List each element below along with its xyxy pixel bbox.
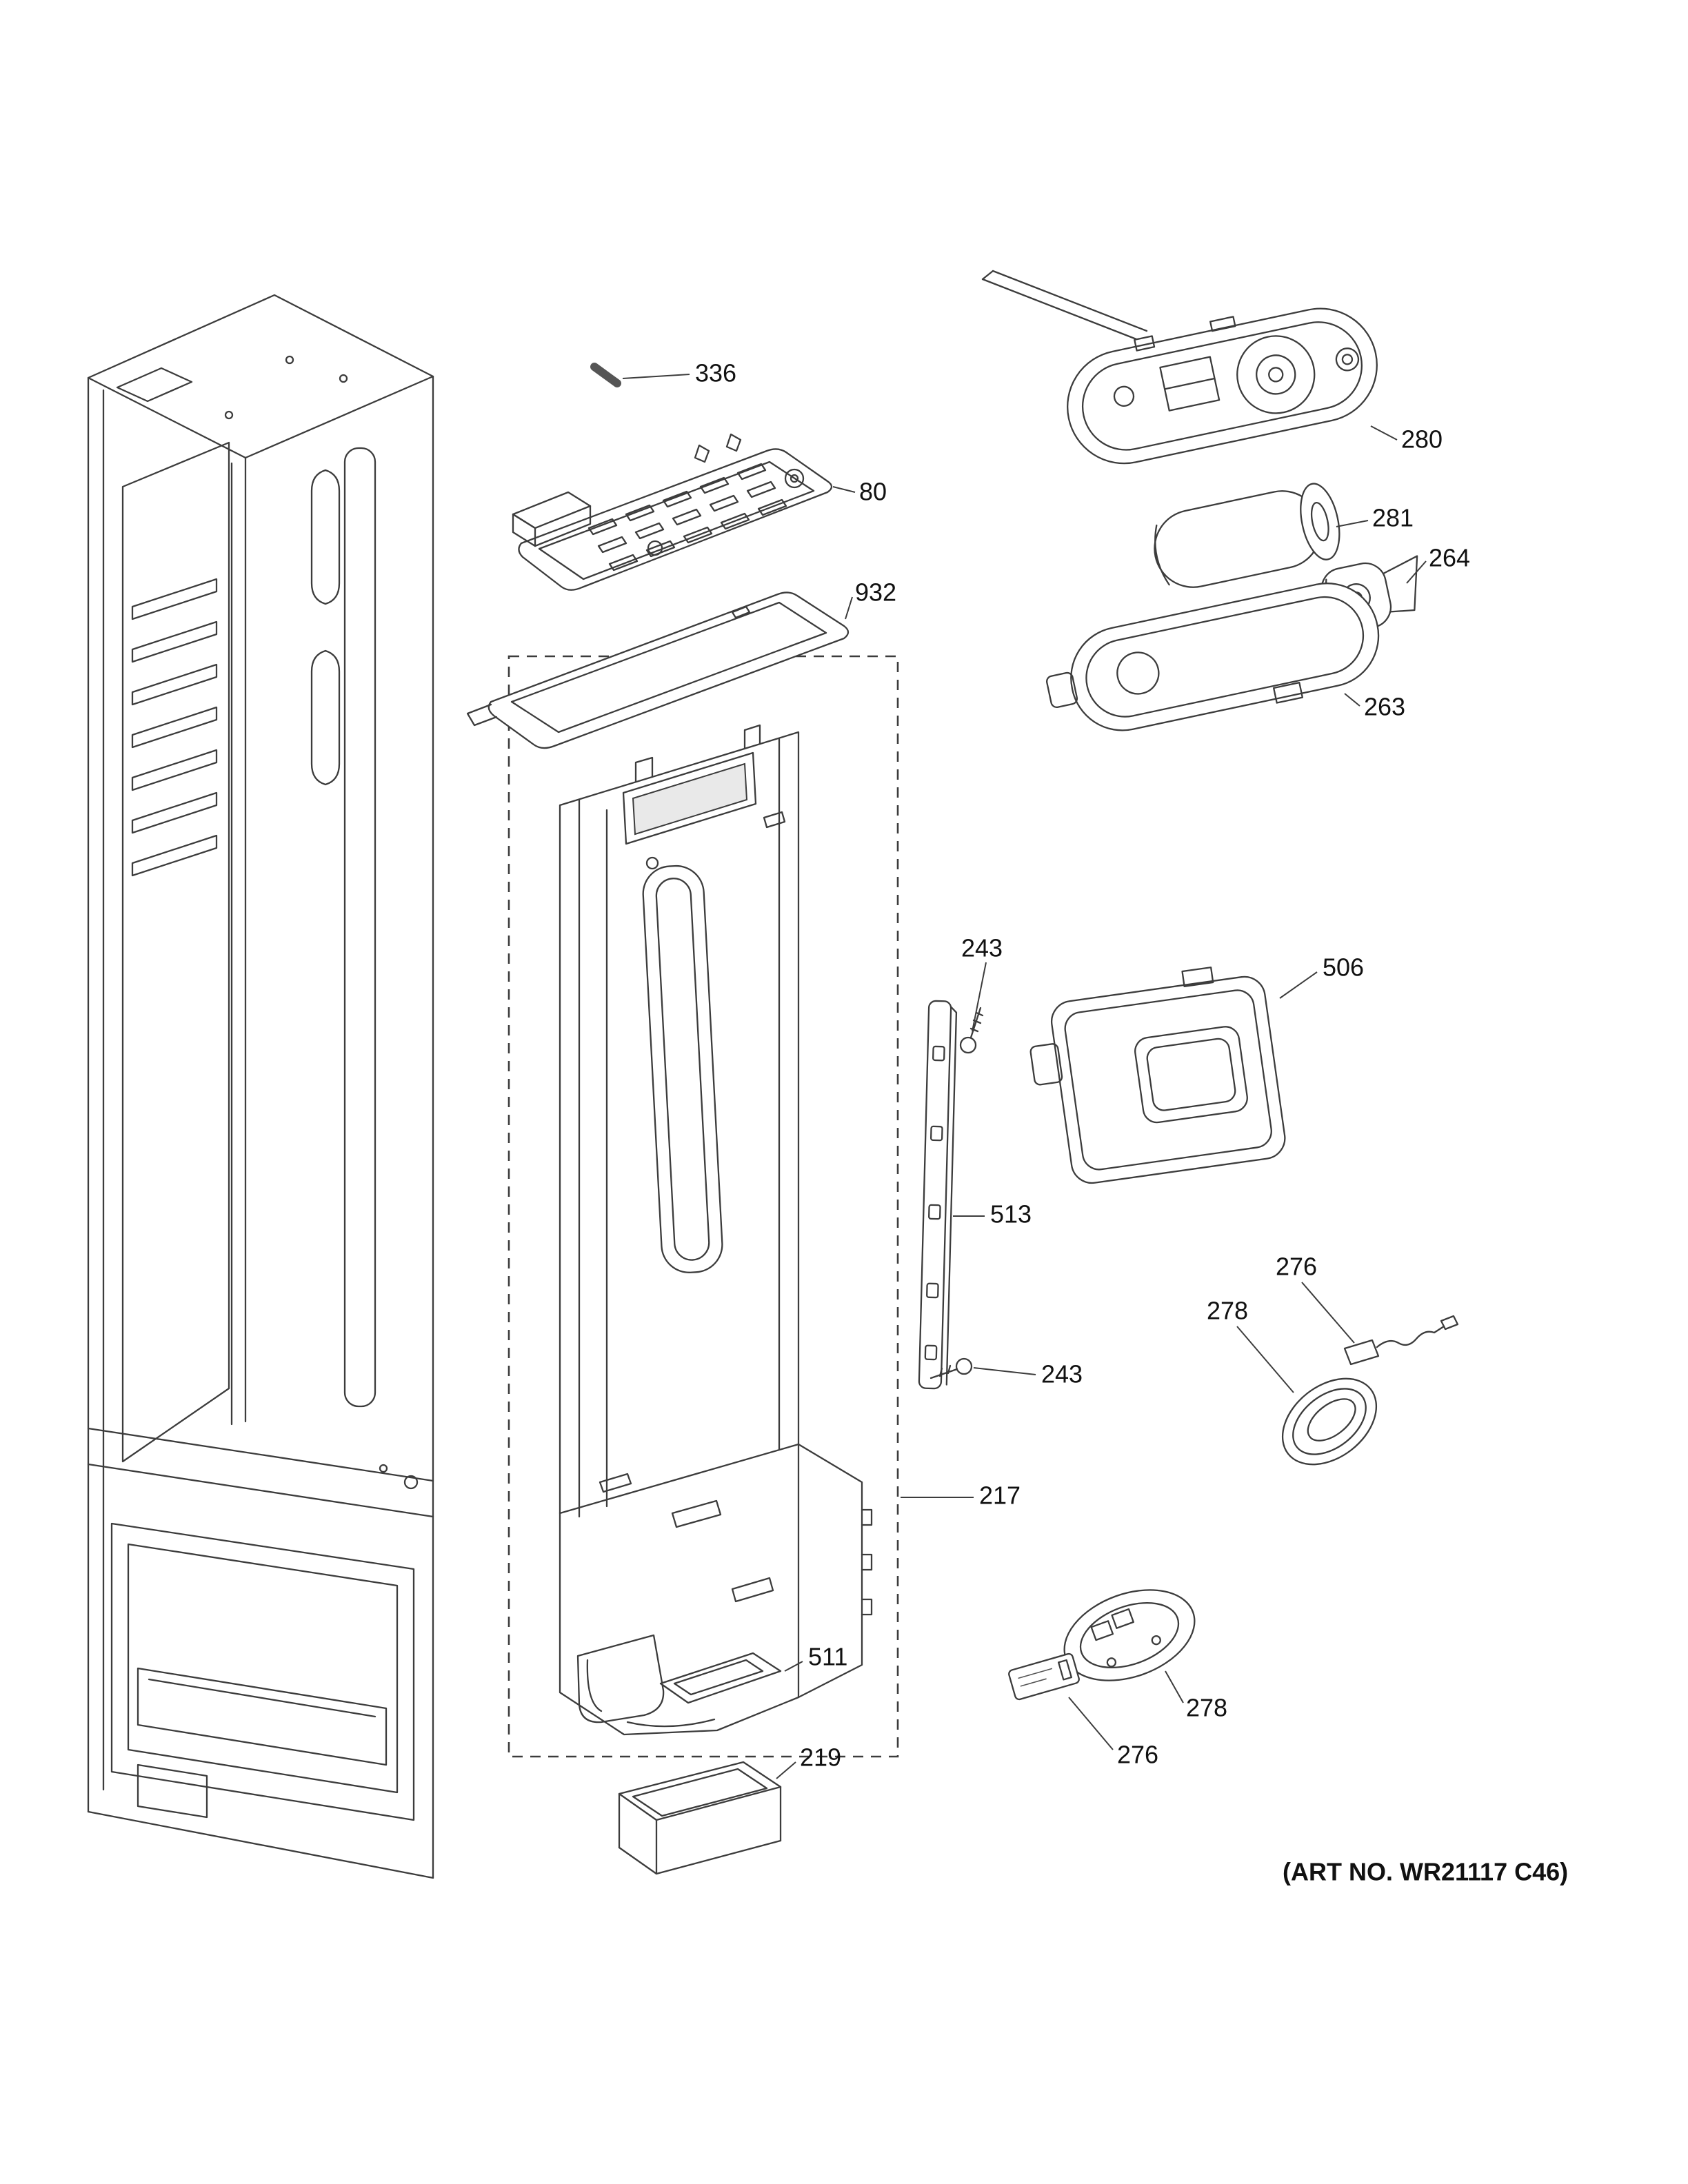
callout-243-bottom: 243 [1041, 1360, 1083, 1388]
callout-336: 336 [695, 359, 736, 387]
callout-932: 932 [855, 578, 896, 607]
leader-243-top [972, 962, 987, 1032]
callout-513: 513 [990, 1200, 1032, 1228]
leader-281 [1336, 520, 1369, 527]
part-278-cover-lower [1063, 1589, 1196, 1681]
leader-276-lower [1068, 1697, 1114, 1750]
part-336-pin [590, 363, 621, 387]
part-217-air-tower [559, 724, 873, 1736]
leader-336 [622, 374, 690, 379]
callout-leaders [622, 374, 1427, 1779]
leader-511 [784, 1661, 803, 1672]
callout-80: 80 [859, 478, 887, 506]
callout-labels: 336 80 932 280 281 264 263 243 506 513 2… [695, 359, 1470, 1772]
part-263-damper-cover [1046, 583, 1380, 731]
callout-281: 281 [1372, 504, 1414, 532]
leader-276-upper [1301, 1282, 1355, 1344]
leader-278-lower [1165, 1670, 1184, 1703]
part-278-escutcheon-upper [1281, 1377, 1378, 1466]
part-276-sensor-lower [1008, 1652, 1080, 1701]
leader-263 [1344, 693, 1360, 707]
callout-219: 219 [800, 1743, 841, 1772]
callout-511: 511 [808, 1643, 847, 1671]
part-219-duct [618, 1761, 782, 1875]
leader-219 [776, 1761, 796, 1779]
leader-280 [1370, 425, 1398, 441]
leader-264 [1406, 560, 1427, 584]
part-243-screw-bottom [930, 1357, 973, 1379]
callout-280: 280 [1401, 425, 1443, 454]
part-506-filter-housing [1029, 967, 1286, 1184]
refrigerator-cabinet [87, 294, 434, 1879]
callout-263: 263 [1364, 693, 1405, 721]
art-number: (ART NO. WR21117 C46) [1283, 1858, 1568, 1886]
callout-278-upper: 278 [1207, 1297, 1248, 1325]
part-511-plate [659, 1652, 782, 1704]
callout-264: 264 [1429, 544, 1470, 572]
part-276-thermistor-upper [1343, 1315, 1459, 1366]
callout-276-upper: 276 [1276, 1253, 1317, 1281]
callout-278-lower: 278 [1186, 1694, 1227, 1722]
leader-278-upper [1236, 1326, 1294, 1393]
leader-506 [1279, 971, 1318, 999]
callout-276-lower: 276 [1117, 1741, 1158, 1769]
fresh-food-section-boundary [508, 655, 899, 1758]
callout-243-top: 243 [961, 934, 1003, 962]
leader-932 [845, 596, 853, 620]
part-513-rail [918, 1000, 958, 1390]
callout-506: 506 [1323, 953, 1364, 982]
leader-243-bottom [973, 1367, 1036, 1375]
part-243-screw-top [959, 1007, 984, 1054]
part-932-cover [466, 592, 850, 749]
part-281-filter-cartridge [1154, 483, 1340, 588]
part-280-damper-assembly [981, 270, 1378, 465]
callout-217: 217 [979, 1482, 1021, 1510]
leader-80 [832, 486, 856, 493]
part-80-cover [512, 433, 833, 591]
